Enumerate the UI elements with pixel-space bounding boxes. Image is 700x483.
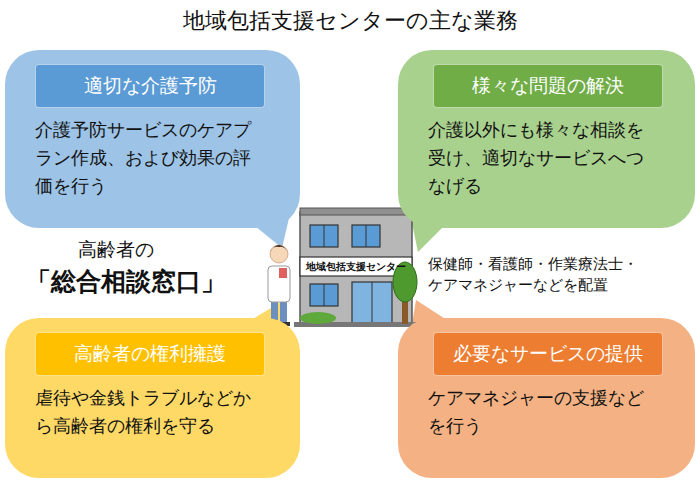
speech-bubble: 虐待や金銭トラブルなどか ら高齢者の権利を守る 高齢者の権利擁護 [5, 318, 300, 478]
heading-pill: 適切な介護予防 [35, 64, 265, 108]
staff-person [268, 245, 290, 326]
body-text: 介護以外にも様々な相談を 受け、適切なサービスへつ なげる [428, 116, 652, 200]
speech-bubble: 介護以外にも様々な相談を 受け、適切なサービスへつ なげる 様々な問題の解決 [398, 50, 695, 228]
heading-text: 必要なサービスの提供 [453, 341, 643, 367]
heading-text: 適切な介護予防 [84, 73, 217, 99]
body-text: 介護予防サービスのケアプ ラン作成、および効果の評 価を行う [35, 116, 259, 200]
label-text: 高齢者の [78, 236, 154, 263]
heading-text: 様々な問題の解決 [472, 73, 624, 99]
body-text: 虐待や金銭トラブルなどか ら高齢者の権利を守る [35, 384, 259, 440]
heading-pill: 様々な問題の解決 [433, 64, 663, 108]
heading-pill: 高齢者の権利擁護 [35, 332, 265, 376]
center-building [294, 208, 418, 327]
label-text: 保健師・看護師・作業療法士・ケアマネジャーなどを配置 [428, 254, 644, 296]
body-text: ケアマネジャーの支援など を行う [428, 384, 652, 440]
building-sign: 地域包括支援センター [300, 260, 412, 274]
heading-pill: 必要なサービスの提供 [433, 332, 663, 376]
speech-bubble: 介護予防サービスのケアプ ラン作成、および効果の評 価を行う 適切な介護予防 [5, 50, 300, 228]
heading-text: 高齢者の権利擁護 [74, 341, 226, 367]
speech-bubble: ケアマネジャーの支援など を行う 必要なサービスの提供 [398, 318, 695, 478]
diagram-title: 地域包括支援センターの主な業務 [0, 6, 700, 36]
label-text: 「総合相談窓口」 [26, 264, 226, 299]
